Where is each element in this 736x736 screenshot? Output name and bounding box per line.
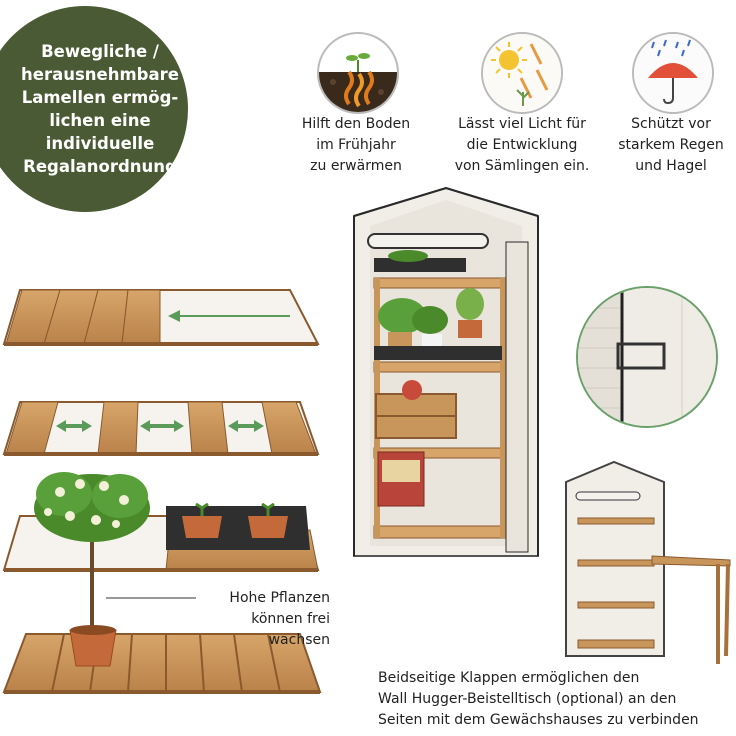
shelf-slats-stacked bbox=[2, 289, 320, 346]
caption-line: Seiten mit dem Gewächshauses zu verbinde… bbox=[378, 712, 699, 728]
feature-text-soil: Hilft den Boden im Frühjahr zu erwärmen bbox=[276, 114, 436, 177]
plant-caption: Hohe Pflanzen können frei wachsen bbox=[200, 588, 330, 651]
feature-line: die Entwicklung bbox=[466, 137, 578, 153]
greenhouse-side-table-illustration bbox=[565, 460, 731, 664]
feature-line: Lässt viel Licht für bbox=[458, 116, 586, 132]
umbrella-rain-icon bbox=[632, 32, 714, 114]
greenhouse-illustration bbox=[353, 186, 539, 557]
shelf-slats-spaced bbox=[2, 401, 320, 456]
feature-line: von Sämlingen ein. bbox=[454, 158, 590, 174]
feature-text-rain: Schützt vor starkem Regen und Hagel bbox=[608, 114, 734, 177]
badge-line: Regalanordnung bbox=[23, 157, 177, 176]
feature-text-light: Lässt viel Licht für die Entwicklung von… bbox=[434, 114, 610, 177]
feature-line: Schützt vor bbox=[631, 116, 711, 132]
side-table-caption: Beidseitige Klappen ermöglichen den Wall… bbox=[378, 668, 736, 731]
badge-line: herausnehmbare bbox=[21, 65, 179, 84]
caption-line: Beidseitige Klappen ermöglichen den bbox=[378, 670, 640, 686]
feature-line: zu erwärmen bbox=[310, 158, 402, 174]
feature-line: starkem Regen bbox=[618, 137, 724, 153]
badge-line: Bewegliche / bbox=[41, 42, 159, 61]
flower-pot bbox=[69, 629, 117, 667]
feature-line: im Frühjahr bbox=[316, 137, 396, 153]
badge-line: lichen eine bbox=[49, 111, 151, 130]
shelf-configurations-illustration bbox=[2, 289, 322, 694]
sun-light-icon bbox=[481, 32, 563, 114]
caption-line: Wall Hugger-Beistelltisch (optional) an … bbox=[378, 691, 677, 707]
badge-line: individuelle bbox=[45, 134, 155, 153]
feature-badge: Bewegliche / herausnehmbare Lamellen erm… bbox=[0, 6, 188, 212]
badge-line: Lamellen ermög- bbox=[21, 88, 179, 107]
badge-text: Bewegliche / herausnehmbare Lamellen erm… bbox=[15, 40, 185, 178]
warm-soil-icon bbox=[317, 32, 399, 114]
feature-line: und Hagel bbox=[635, 158, 707, 174]
feature-line: Hilft den Boden bbox=[301, 116, 411, 132]
caption-line: können frei wachsen bbox=[251, 611, 330, 648]
tree-illustration bbox=[34, 472, 150, 628]
zipper-detail-zoom bbox=[576, 286, 718, 428]
caption-line: Hohe Pflanzen bbox=[229, 590, 330, 606]
